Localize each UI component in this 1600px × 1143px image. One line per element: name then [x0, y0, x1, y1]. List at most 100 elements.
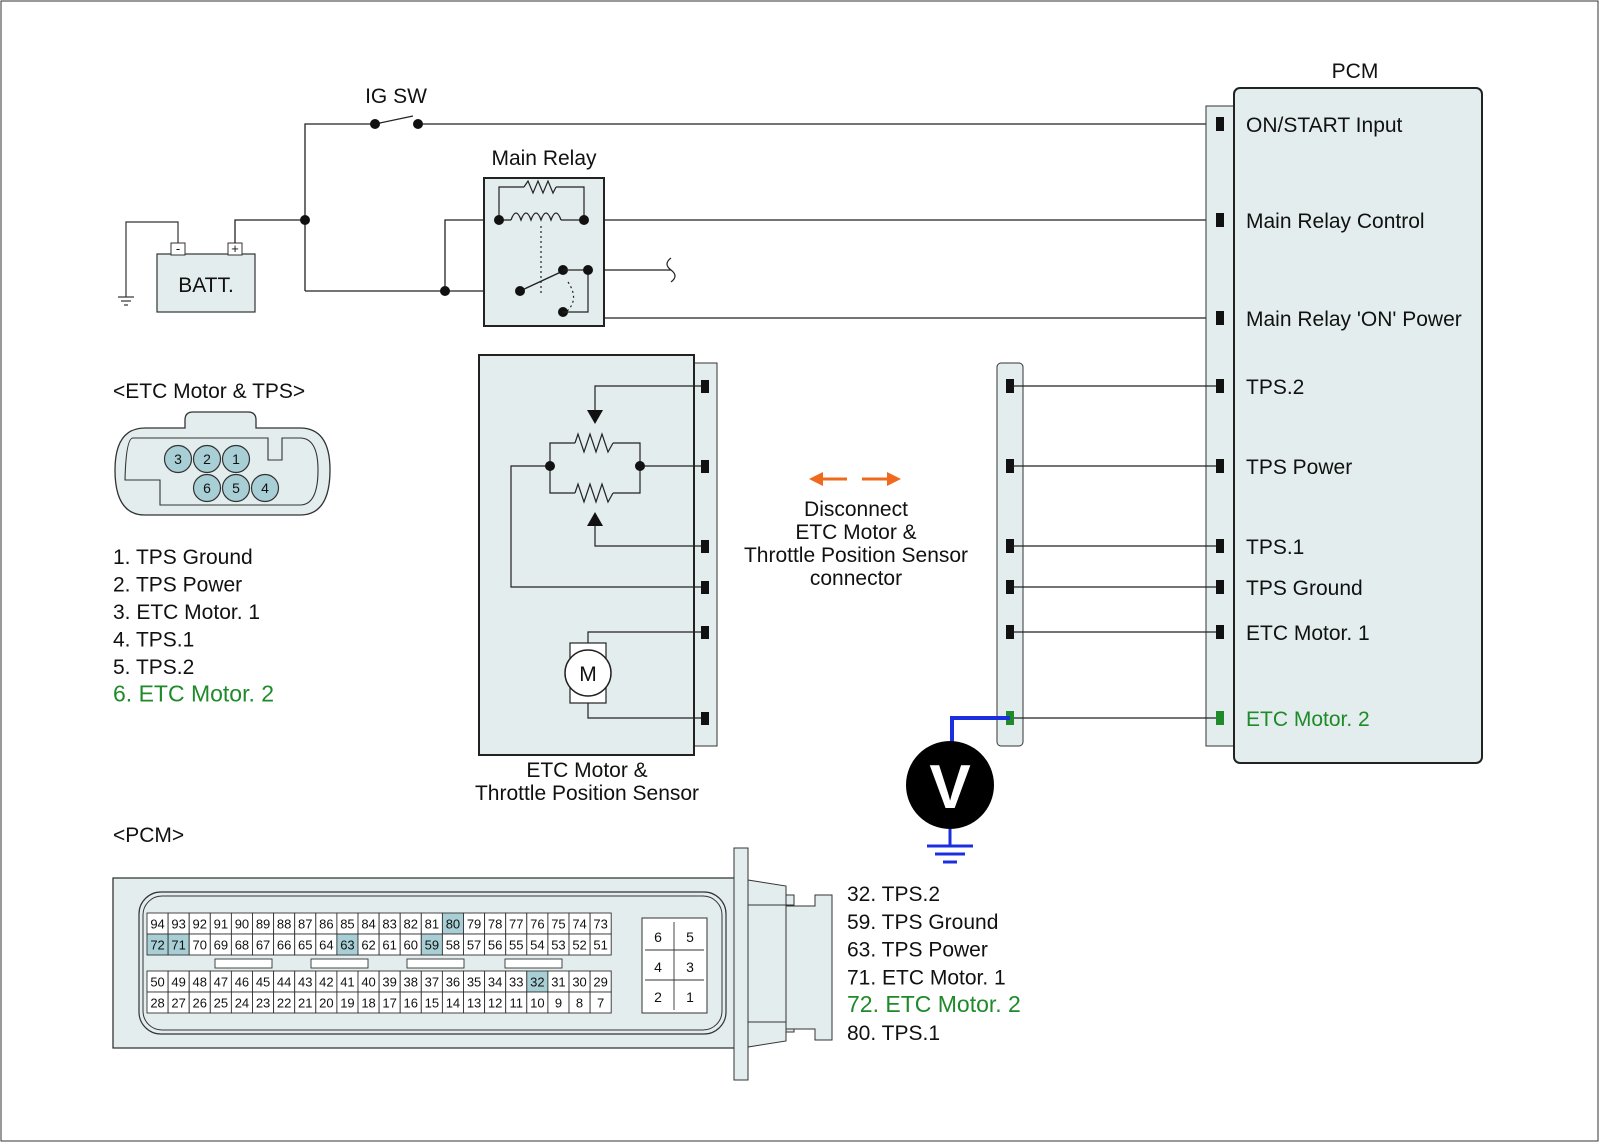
pcm-grid-label: 67: [256, 938, 270, 953]
pcm-terminal-label: Main Relay 'ON' Power: [1246, 308, 1462, 331]
pcm-grid-label: 41: [340, 975, 354, 990]
pcm-grid-label: 20: [319, 996, 333, 1011]
pcm-grid-label: 54: [530, 938, 544, 953]
pcm-grid-label: 89: [256, 917, 270, 932]
pcm-grid-label: 18: [361, 996, 375, 1011]
etc-connector-shell: [114, 411, 331, 516]
pcm-grid-label: 27: [171, 996, 185, 1011]
pcm-grid-label: 51: [593, 938, 607, 953]
pcm-terminal-label: TPS.2: [1246, 376, 1304, 399]
motor-icon: [564, 649, 612, 697]
etc-face-pin: [192, 473, 222, 503]
etc-pin: [701, 712, 709, 725]
voltmeter-label: V: [929, 753, 970, 822]
pcm-small-pin-label: 5: [686, 929, 694, 945]
pcm-terminal-label: ON/START Input: [1246, 114, 1403, 137]
pcm-block: PCM: [1205, 60, 1483, 764]
harness-pin: [1006, 379, 1014, 393]
pcm-grid-label: 16: [404, 996, 418, 1011]
pcm-grid-label: 72: [150, 938, 164, 953]
ig-sw-label: IG SW: [365, 85, 427, 108]
pcm-grid-label: 65: [298, 938, 312, 953]
harness-pin: [1006, 625, 1014, 639]
pcm-grid-label: 9: [555, 996, 562, 1011]
pcm-grid-label: 61: [382, 938, 396, 953]
etc-legend-item: 3. ETC Motor. 1: [113, 601, 260, 624]
pcm-grid-label: 63: [340, 938, 354, 953]
pcm-grid-label: 44: [277, 975, 291, 990]
pcm-pin: [1216, 311, 1224, 325]
supply-junction: [300, 215, 310, 225]
pcm-terminal-label: Main Relay Control: [1246, 210, 1425, 233]
pcm-grid-label: 43: [298, 975, 312, 990]
pcm-grid-label: 84: [361, 917, 375, 932]
pcm-grid-label: 85: [340, 917, 354, 932]
pcm-terminal-label: TPS.1: [1246, 536, 1304, 559]
pcm-grid-label: 15: [425, 996, 439, 1011]
pcm-key: [504, 958, 563, 969]
disconnect-line1: Disconnect: [804, 498, 908, 521]
pcm-grid-label: 55: [509, 938, 523, 953]
pcm-grid-label: 79: [467, 917, 481, 932]
ig-switch-contact-left: [370, 119, 380, 129]
pcm-grid-label: 91: [214, 917, 228, 932]
etc-face-pin: [192, 444, 222, 474]
pcm-terminal-pins: [1216, 117, 1224, 725]
pcm-legend-item: 32. TPS.2: [847, 883, 940, 906]
pcm-grid-label: 29: [593, 975, 607, 990]
etc-face-pin-label: 1: [232, 451, 240, 467]
pcm-grid-label: 71: [171, 938, 185, 953]
supply-wires: [234, 115, 1214, 319]
etc-pin: [701, 460, 709, 473]
harness-wires: [1006, 379, 1216, 725]
pcm-legend-item: 71. ETC Motor. 1: [847, 966, 1006, 989]
etc-face-pin-label: 4: [261, 480, 269, 496]
pcm-grid-label: 75: [551, 917, 565, 932]
relay-switch-arm: [519, 270, 564, 292]
battery-ground-icon: [118, 221, 179, 306]
pcm-grid-label: 73: [593, 917, 607, 932]
pcm-grid-label: 10: [530, 996, 544, 1011]
voltmeter-ground-icon: [927, 829, 973, 864]
pcm-section-title: <PCM>: [113, 824, 184, 847]
pcm-key: [310, 958, 369, 969]
etc-face-pin-label: 3: [174, 451, 182, 467]
pcm-grid-label: 78: [488, 917, 502, 932]
pcm-grid-label: 49: [171, 975, 185, 990]
main-relay-box: [483, 177, 605, 327]
etc-caption-line2: Throttle Position Sensor: [475, 782, 699, 805]
pcm-grid-label: 35: [467, 975, 481, 990]
etc-connector-face: <ETC Motor & TPS>: [113, 380, 331, 516]
etc-face-pin-label: 5: [232, 480, 240, 496]
pcm-legend-item: 59. TPS Ground: [847, 911, 998, 934]
pcm-grid-label: 17: [382, 996, 396, 1011]
pcm-grid-label: 48: [193, 975, 207, 990]
pcm-pin: [1216, 539, 1224, 553]
pcm-grid-cell: [589, 991, 612, 1014]
harness-connector: [996, 362, 1024, 747]
pcm-grid-label: 60: [404, 938, 418, 953]
pcm-small-pin-label: 3: [686, 959, 694, 975]
pcm-grid-label: 34: [488, 975, 502, 990]
pcm-grid-label: 81: [425, 917, 439, 932]
pcm-connector-flange: [733, 847, 749, 1081]
etc-legend-item: 6. ETC Motor. 2: [113, 681, 274, 707]
pcm-grid-label: 28: [150, 996, 164, 1011]
motor-label: M: [579, 663, 597, 686]
pcm-pin: [1216, 459, 1224, 473]
relay-junction: [440, 286, 450, 296]
pcm-grid-label: 94: [150, 917, 164, 932]
pcm-key: [214, 958, 273, 969]
pcm-grid-label: 56: [488, 938, 502, 953]
pcm-grid-label: 52: [572, 938, 586, 953]
pcm-grid-label: 92: [193, 917, 207, 932]
voltmeter: V: [906, 716, 1010, 864]
pcm-small-pin-block: [641, 917, 708, 1014]
pcm-legend-item: 63. TPS Power: [847, 939, 988, 962]
etc-pin: [701, 540, 709, 553]
pcm-pin: [1216, 580, 1224, 594]
battery-neg-label: -: [176, 241, 180, 256]
pcm-grid-label: 83: [382, 917, 396, 932]
pcm-terminal-label: ETC Motor. 2: [1246, 708, 1370, 731]
